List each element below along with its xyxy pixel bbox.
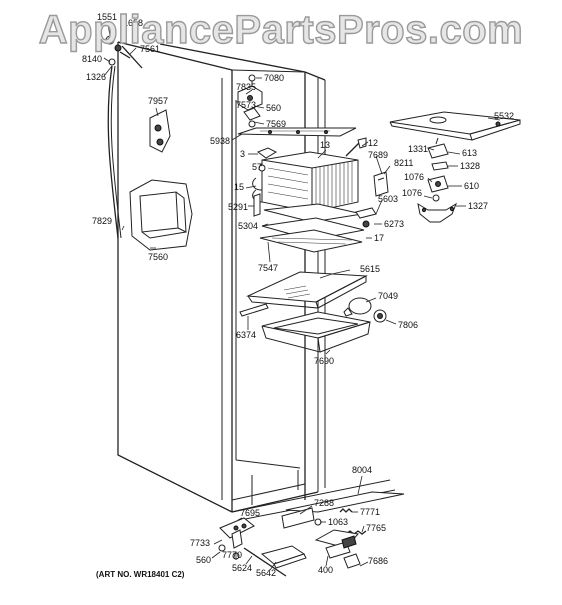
label-7690: 7690 <box>314 356 334 366</box>
label-7569: 7569 <box>266 119 286 129</box>
part-7686 <box>343 553 361 569</box>
label-1331: 1331 <box>408 144 428 154</box>
label-1076-a: 1076 <box>404 172 424 182</box>
label-560-top: 560 <box>266 103 281 113</box>
label-7765: 7765 <box>366 523 386 533</box>
pan-7690 <box>261 311 371 353</box>
label-7695: 7695 <box>240 508 260 518</box>
label-8211: 8211 <box>394 158 413 168</box>
label-1327: 1327 <box>468 201 488 211</box>
label-5304: 5304 <box>238 221 258 231</box>
label-7573: 7573 <box>236 100 256 110</box>
part-5603-6273 <box>355 207 377 228</box>
label-5615: 5615 <box>360 264 380 274</box>
label-7835: 7835 <box>236 82 256 92</box>
evaporator-coil <box>252 137 367 213</box>
spring-7771 <box>339 508 353 513</box>
label-13: 13 <box>320 140 330 150</box>
air-duct-panel <box>246 271 368 309</box>
label-1551: 1551 <box>97 12 117 22</box>
label-7686: 7686 <box>368 556 388 566</box>
label-8140: 8140 <box>82 54 102 64</box>
label-7733: 7733 <box>190 538 210 548</box>
top-hinge-parts <box>105 35 143 239</box>
screw-560-bottom <box>218 544 226 552</box>
label-57: 57 <box>252 162 262 172</box>
label-7561: 7561 <box>140 44 160 54</box>
label-610: 610 <box>464 181 479 191</box>
switch-400 <box>314 529 359 559</box>
part-7288 <box>281 507 315 529</box>
label-5603: 5603 <box>378 194 398 204</box>
label-1076-b: 1076 <box>402 188 422 198</box>
bracket-1327 <box>417 202 458 223</box>
label-17: 17 <box>374 233 384 243</box>
thermostat-bracket <box>237 74 263 128</box>
label-1326: 1326 <box>86 72 106 82</box>
label-6273: 6273 <box>384 219 404 229</box>
label-15: 15 <box>234 182 244 192</box>
light-socket <box>373 309 387 323</box>
label-5532: 5532 <box>494 111 514 121</box>
label-560-bottom: 560 <box>196 555 211 565</box>
part-7957 <box>149 109 171 153</box>
label-3: 3 <box>240 149 245 159</box>
label-7806: 7806 <box>398 320 418 330</box>
control-610 <box>427 175 449 193</box>
label-1328: 1328 <box>460 161 480 171</box>
label-8004: 8004 <box>352 465 372 475</box>
evap-cover-drain-pan <box>259 203 365 253</box>
part-7560 <box>129 179 193 251</box>
label-613: 613 <box>462 148 477 158</box>
label-5291: 5291 <box>228 202 248 212</box>
hinge-7695 <box>219 517 255 549</box>
part-3-57 <box>256 147 278 172</box>
leader-lines <box>103 23 501 571</box>
label-7771: 7771 <box>360 507 380 517</box>
label-7957: 7957 <box>148 96 168 106</box>
label-7829: 7829 <box>92 216 112 226</box>
label-5624: 5624 <box>232 563 252 573</box>
label-6374: 6374 <box>236 330 256 340</box>
label-7049: 7049 <box>378 291 398 301</box>
label-5938: 5938 <box>210 136 230 146</box>
label-1658: 1658 <box>123 18 143 28</box>
label-7770: 7770 <box>222 550 242 560</box>
thermostat-613 <box>427 137 449 159</box>
label-7560: 7560 <box>148 252 168 262</box>
knob-1076 <box>432 194 440 202</box>
part-6374 <box>239 303 269 317</box>
callout-labels: 1551 1658 7561 8140 1326 7080 7835 7573 … <box>82 12 514 578</box>
label-7080: 7080 <box>264 73 284 83</box>
control-housing <box>389 111 521 141</box>
art-number: (ART NO. WR18401 C2) <box>96 570 185 579</box>
part-1328 <box>431 161 449 171</box>
light-bulb <box>343 297 372 317</box>
label-7689: 7689 <box>368 150 388 160</box>
part-5938 <box>237 127 357 137</box>
rod-5624 <box>243 547 287 577</box>
label-1063: 1063 <box>328 517 348 527</box>
part-5291 <box>253 193 261 217</box>
label-12: 12 <box>368 138 378 148</box>
label-7288: 7288 <box>314 498 334 508</box>
label-5642: 5642 <box>256 568 276 578</box>
spring-7765 <box>345 530 367 535</box>
label-400: 400 <box>318 565 333 575</box>
label-7547: 7547 <box>258 263 278 273</box>
part-7689-8211 <box>373 171 389 197</box>
